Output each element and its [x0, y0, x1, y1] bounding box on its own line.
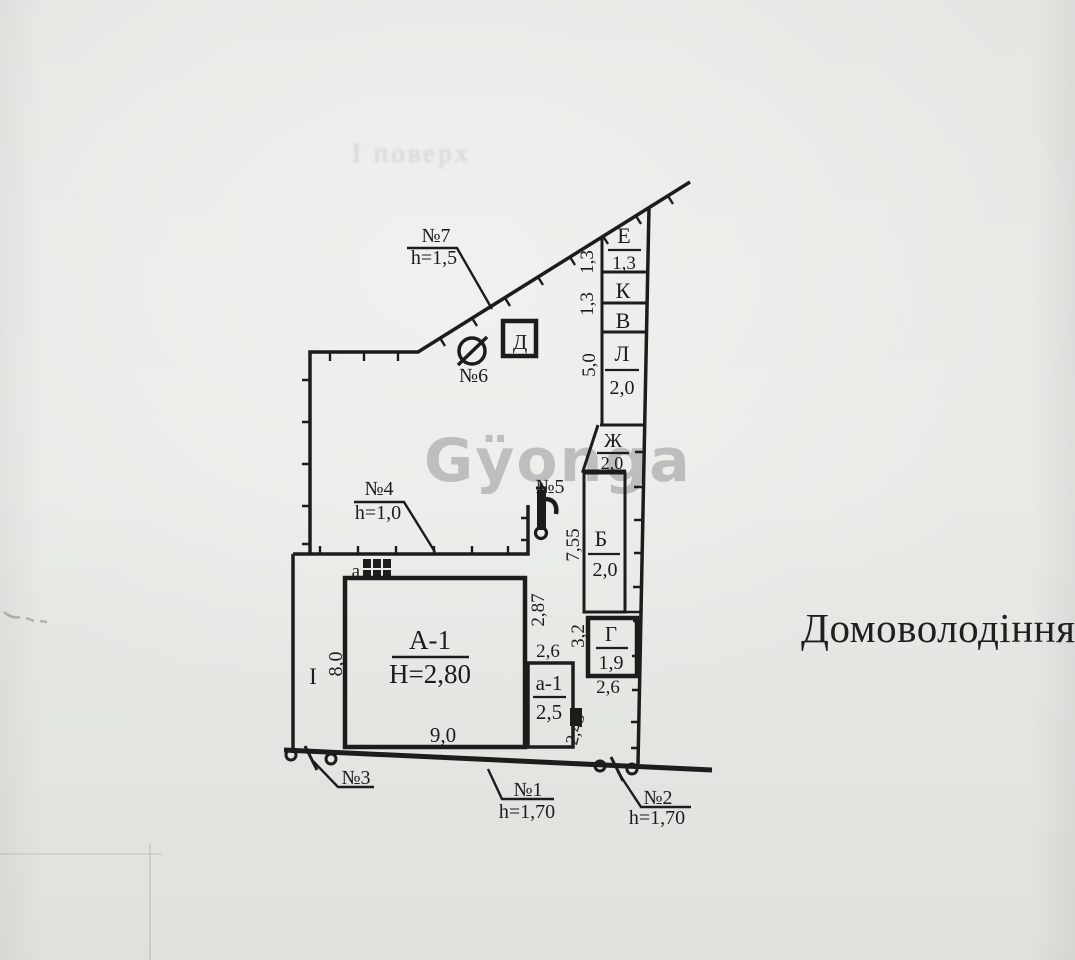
- building-l-label: Л: [615, 341, 630, 366]
- gate-post-right-2: [625, 762, 639, 776]
- boundary-south-fence: [283, 747, 713, 773]
- building-l-size: 2,0: [610, 377, 635, 399]
- porch-label: а: [352, 561, 361, 582]
- dim-3-2: 3,2: [568, 624, 589, 648]
- section-mark-I: І: [309, 664, 317, 689]
- boundary-east: [636, 206, 651, 765]
- dim-8-0: 8,0: [325, 652, 347, 677]
- building-g: Г 1,9 2,6 3,2: [568, 615, 640, 698]
- gate-post-left-2: [324, 752, 338, 766]
- marker-n7-leader: [407, 246, 494, 310]
- bleedthrough-line-vertical: [149, 843, 151, 960]
- plot-boundary: [283, 180, 713, 773]
- boundary-mid-fence: [293, 505, 530, 556]
- building-d-outline: [500, 318, 539, 359]
- building-g-size: 1,9: [599, 652, 624, 674]
- building-zh-size: 2,0: [601, 453, 624, 473]
- water-tap-icon: [533, 483, 559, 541]
- well-icon-slash: [456, 335, 489, 367]
- marker-n3-label: №3: [341, 767, 370, 789]
- marker-n4-height: h=1,0: [355, 502, 401, 524]
- well-icon: [457, 336, 487, 366]
- marker-n4: №4 h=1,0: [354, 478, 437, 553]
- annex-label: а-1: [536, 671, 563, 695]
- annex-step: [570, 708, 582, 726]
- building-d-label: Д: [513, 330, 527, 354]
- marker-n3: №3: [312, 760, 374, 789]
- dim-2-6-annex: 2,6: [536, 641, 560, 662]
- building-b-size: 2,0: [593, 559, 618, 581]
- marker-n1: №1 h=1,70: [486, 768, 555, 823]
- marker-n7-height: h=1,5: [411, 247, 457, 269]
- building-v-label: В: [616, 308, 631, 333]
- marker-n1-leader: [486, 768, 554, 801]
- dim-2-45: 2,45: [561, 711, 588, 747]
- marker-n2-label: №2: [643, 787, 672, 809]
- marker-n6: №6: [456, 335, 489, 387]
- marker-n4-label: №4: [364, 478, 393, 500]
- annex-a1: а-1 2,5 2,6 2,87 2,45: [526, 593, 589, 749]
- ghost-bleedthrough-header: І поверх: [352, 138, 472, 168]
- building-d: Д: [500, 318, 539, 359]
- building-a1-height: Н=2,80: [389, 659, 471, 689]
- gate-post-right-1: [593, 759, 607, 773]
- marker-n2-height: h=1,70: [629, 807, 685, 829]
- dim-7-55: 7,55: [563, 528, 584, 561]
- annex-outline: [526, 661, 575, 749]
- building-zh-outline: [580, 424, 626, 473]
- building-e-label: Е: [617, 223, 630, 248]
- boundary-dimensions: 1,3 1,3 5,0 7,55: [563, 250, 600, 562]
- dim-5-0: 5,0: [579, 353, 600, 377]
- dim-1-3-a: 1,3: [577, 250, 598, 274]
- marker-n5: №5: [533, 476, 565, 541]
- building-a1-label: А-1: [409, 625, 451, 655]
- dim-2-87: 2,87: [528, 593, 549, 626]
- marker-n6-label: №6: [459, 365, 488, 387]
- marker-n1-height: h=1,70: [499, 801, 555, 823]
- dim-9-0: 9,0: [430, 723, 456, 747]
- marker-n1-label: №1: [513, 779, 542, 801]
- gate-tick-left: [303, 745, 319, 771]
- building-a1-outline: [342, 575, 528, 750]
- strip-dividers: [600, 270, 647, 427]
- building-k-label: К: [616, 278, 631, 303]
- marker-n2-leader: [616, 771, 691, 809]
- edge-smudge: [3, 611, 48, 624]
- marker-n3-leader: [312, 760, 374, 789]
- building-zh-label: Ж: [604, 430, 622, 452]
- porch-grid-symbol: [363, 559, 391, 579]
- outbuilding-strip: Е 1,3 К В Л 2,0 Ж 2,0 Б 2,0: [580, 223, 647, 614]
- dim-1-3-b: 1,3: [577, 292, 598, 316]
- marker-n4-leader: [354, 500, 437, 553]
- gate-post-left-1: [284, 748, 298, 762]
- building-b-label: Б: [595, 526, 608, 551]
- marker-n2: №2 h=1,70: [616, 771, 691, 829]
- building-g-outline: [585, 615, 640, 679]
- building-g-label: Г: [605, 622, 617, 646]
- building-e-size: 1,3: [612, 253, 636, 274]
- property-title: Домоволодіння: [801, 605, 1075, 651]
- dim-2-6-g: 2,6: [596, 677, 620, 698]
- marker-n7-label: №7: [421, 225, 450, 247]
- strip-corridor: [623, 471, 641, 614]
- bleedthrough-line-horizontal: [0, 853, 162, 855]
- building-a1: А-1 Н=2,80 9,0 8,0 І а: [309, 559, 528, 750]
- marker-n7: №7 h=1,5: [407, 225, 494, 310]
- annex-size: 2,5: [536, 700, 562, 724]
